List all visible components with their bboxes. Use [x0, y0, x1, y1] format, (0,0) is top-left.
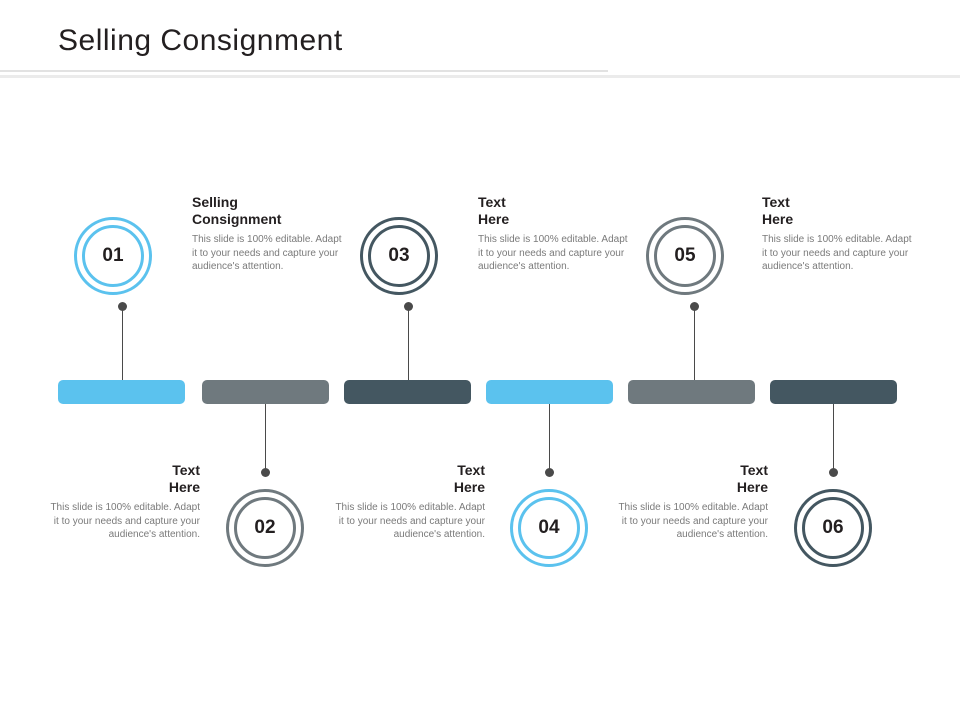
step-text-block-04: Text Here This slide is 100% editable. A…	[333, 462, 485, 542]
step-heading-06: Text Here	[616, 462, 768, 496]
connector-dot-04	[545, 468, 554, 477]
step-heading-05: Text Here	[762, 194, 914, 228]
connector-line-03	[408, 307, 409, 381]
header-divider-lower	[0, 75, 960, 78]
step-circle-inner-ring-06	[802, 497, 864, 559]
step-circle-03[interactable]: 03	[360, 217, 438, 295]
step-circle-02[interactable]: 02	[226, 489, 304, 567]
step-heading-02: Text Here	[48, 462, 200, 496]
timeline-bar-4[interactable]	[486, 380, 613, 404]
timeline-bar-3[interactable]	[344, 380, 471, 404]
step-heading-01: Selling Consignment	[192, 194, 344, 228]
step-heading-01-line2: Consignment	[192, 211, 282, 227]
step-text-block-03: Text Here This slide is 100% editable. A…	[478, 194, 630, 274]
step-number-02: 02	[254, 517, 276, 538]
connector-line-06	[833, 404, 834, 470]
step-circle-inner-ring-05	[654, 225, 716, 287]
step-heading-02-line1: Text	[172, 462, 200, 478]
step-heading-04: Text Here	[333, 462, 485, 496]
timeline-bar-5[interactable]	[628, 380, 755, 404]
step-body-03: This slide is 100% editable. Adapt it to…	[478, 234, 628, 272]
connector-dot-06	[829, 468, 838, 477]
step-circle-05[interactable]: 05	[646, 217, 724, 295]
connector-dot-01	[118, 302, 127, 311]
page-title: Selling Consignment	[58, 24, 343, 57]
header-divider-upper	[0, 70, 608, 72]
step-heading-03: Text Here	[478, 194, 630, 228]
step-text-block-05: Text Here This slide is 100% editable. A…	[762, 194, 914, 274]
step-heading-05-line2: Here	[762, 211, 794, 227]
step-body-01: This slide is 100% editable. Adapt it to…	[192, 234, 342, 272]
step-heading-01-line1: Selling	[192, 194, 238, 210]
step-circle-inner-ring-01	[82, 225, 144, 287]
step-text-block-02: Text Here This slide is 100% editable. A…	[48, 462, 200, 542]
step-heading-04-line2: Here	[453, 479, 485, 495]
step-body-05: This slide is 100% editable. Adapt it to…	[762, 234, 912, 272]
step-circle-01[interactable]: 01	[74, 217, 152, 295]
step-circle-inner-ring-03	[368, 225, 430, 287]
connector-line-02	[265, 404, 266, 470]
step-number-06: 06	[822, 517, 844, 538]
step-heading-04-line1: Text	[457, 462, 485, 478]
timeline-bar-1[interactable]	[58, 380, 185, 404]
step-circle-inner-ring-04	[518, 497, 580, 559]
step-text-block-06: Text Here This slide is 100% editable. A…	[616, 462, 768, 542]
step-heading-06-line2: Here	[736, 479, 768, 495]
step-text-block-01: Selling Consignment This slide is 100% e…	[192, 194, 344, 274]
timeline-bar-2[interactable]	[202, 380, 329, 404]
connector-dot-03	[404, 302, 413, 311]
step-heading-06-line1: Text	[740, 462, 768, 478]
connector-line-01	[122, 307, 123, 381]
connector-dot-02	[261, 468, 270, 477]
step-number-04: 04	[538, 517, 560, 538]
step-circle-inner-ring-02	[234, 497, 296, 559]
step-number-01: 01	[102, 245, 124, 266]
step-body-06: This slide is 100% editable. Adapt it to…	[618, 502, 768, 540]
step-number-05: 05	[674, 245, 696, 266]
step-circle-04[interactable]: 04	[510, 489, 588, 567]
step-number-03: 03	[388, 245, 410, 266]
step-circle-06[interactable]: 06	[794, 489, 872, 567]
step-body-04: This slide is 100% editable. Adapt it to…	[335, 502, 485, 540]
connector-line-04	[549, 404, 550, 470]
step-heading-02-line2: Here	[168, 479, 200, 495]
timeline-bar-6[interactable]	[770, 380, 897, 404]
step-heading-05-line1: Text	[762, 194, 790, 210]
connector-dot-05	[690, 302, 699, 311]
step-heading-03-line2: Here	[478, 211, 510, 227]
step-heading-03-line1: Text	[478, 194, 506, 210]
connector-line-05	[694, 307, 695, 381]
step-body-02: This slide is 100% editable. Adapt it to…	[50, 502, 200, 540]
